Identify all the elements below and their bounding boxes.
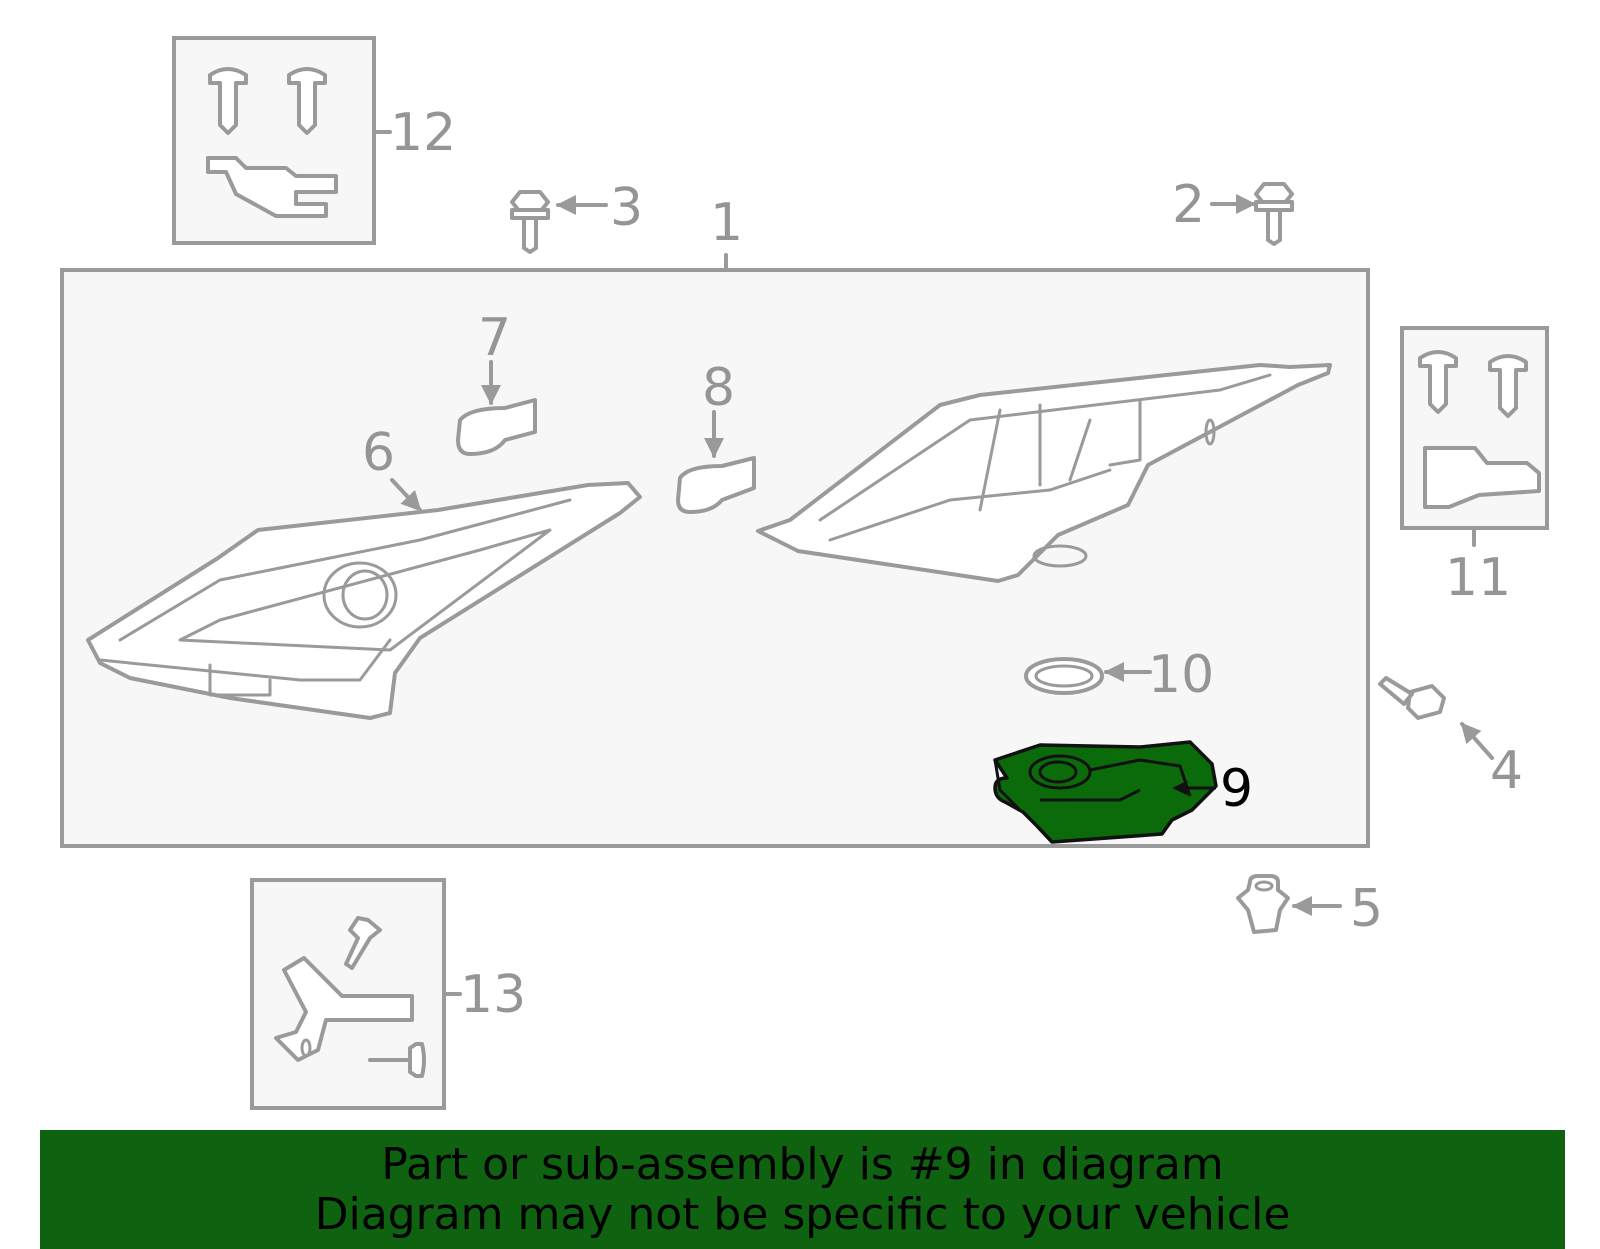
part-3-bolt	[510, 190, 608, 254]
callout-6[interactable]: 6	[362, 423, 395, 483]
part-13-kit	[250, 878, 462, 1110]
callout-8[interactable]: 8	[702, 358, 735, 418]
banner-line-1: Part or sub-assembly is #9 in diagram	[381, 1139, 1224, 1190]
part-12-kit	[172, 36, 392, 245]
callout-2[interactable]: 2	[1172, 175, 1205, 235]
part-6-lens	[86, 478, 642, 720]
part-10-seal	[1024, 657, 1152, 695]
part-7-cap	[456, 360, 537, 456]
callout-10[interactable]: 10	[1148, 645, 1214, 705]
callout-12[interactable]: 12	[390, 103, 456, 163]
callout-9[interactable]: 9	[1220, 759, 1253, 819]
part-5-clip	[1236, 874, 1342, 934]
callout-11[interactable]: 11	[1445, 548, 1511, 608]
part-8-cap	[676, 410, 756, 514]
callout-7[interactable]: 7	[478, 308, 511, 368]
callout-1[interactable]: 1	[710, 193, 743, 253]
callout-5[interactable]: 5	[1350, 879, 1383, 939]
part-1-housing	[756, 363, 1332, 583]
part-11-kit	[1400, 326, 1549, 547]
part-2-bolt	[1210, 182, 1294, 246]
banner-line-2: Diagram may not be specific to your vehi…	[314, 1189, 1291, 1240]
info-banner: Part or sub-assembly is #9 in diagram Di…	[40, 1130, 1565, 1249]
callout-13[interactable]: 13	[460, 965, 526, 1025]
callout-3[interactable]: 3	[610, 178, 643, 238]
part-4-bolt	[1378, 676, 1494, 760]
part-9-highlighted[interactable]	[993, 740, 1218, 844]
callout-4[interactable]: 4	[1490, 741, 1523, 801]
